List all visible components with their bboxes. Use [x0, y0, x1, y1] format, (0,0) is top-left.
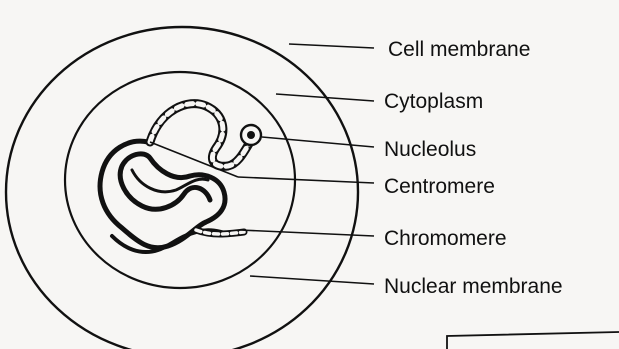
label-nucleolus: Nucleolus — [384, 138, 476, 161]
leader-nuclear-membrane — [250, 276, 374, 284]
label-cytoplasm: Cytoplasm — [384, 90, 483, 113]
leader-nucleolus — [262, 137, 374, 147]
leader-centromere-2 — [238, 177, 374, 183]
label-nuclear-membrane: Nuclear membrane — [384, 275, 563, 298]
label-cell-membrane: Cell membrane — [388, 38, 530, 61]
leader-cell-membrane — [289, 44, 374, 48]
chromosome-strands — [100, 104, 250, 252]
label-chromomere: Chromomere — [384, 227, 507, 250]
partial-box-outline — [447, 332, 619, 349]
chromosome-beaded-outline — [150, 104, 250, 167]
label-centromere: Centromere — [384, 175, 495, 198]
nucleolus-core — [247, 131, 255, 139]
